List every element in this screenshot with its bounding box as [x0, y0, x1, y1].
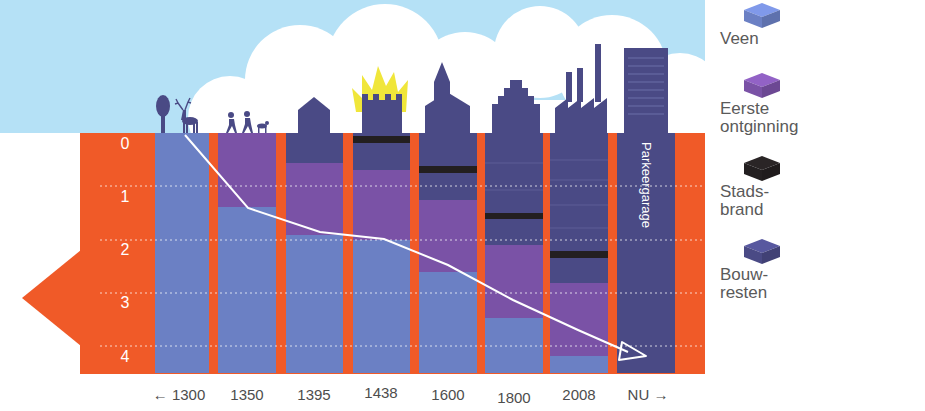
legend-entry: Veen	[720, 2, 870, 72]
depth-number: 0	[121, 136, 130, 152]
depth-pointer	[22, 250, 81, 346]
legend-swatch	[743, 238, 783, 266]
year-label: 1395	[297, 387, 330, 402]
depth-number: 3	[121, 295, 130, 311]
legend-text: Bouw- resten	[720, 266, 788, 302]
legend-text: Veen	[720, 30, 840, 48]
year-label: 2008	[562, 387, 595, 402]
subsidence-arrow	[185, 135, 646, 360]
soil-columns	[155, 133, 675, 373]
clouds	[188, 4, 705, 133]
legend-entry: Eerste ontginning	[720, 72, 870, 142]
year-label: 1350	[230, 387, 263, 402]
depth-number: 4	[121, 349, 130, 365]
depth-gridlines	[100, 186, 705, 346]
year-label: 1600	[431, 387, 464, 402]
legend-entry: Stads- brand	[720, 155, 870, 225]
silhouettes	[156, 44, 668, 133]
parking-garage-column: Parkeergarage	[617, 133, 675, 373]
year-label: 1800	[497, 390, 530, 405]
legend-swatch	[743, 155, 783, 183]
column-label: Parkeergarage	[640, 142, 653, 228]
ground	[80, 133, 705, 374]
legend-swatch	[743, 2, 783, 30]
year-label: 1438	[364, 385, 397, 400]
legend-text: Stads- brand	[720, 183, 788, 219]
legend-text: Eerste ontginning	[720, 100, 815, 136]
legend-entry: Bouw- resten	[720, 238, 870, 308]
year-label: ← 1300	[153, 387, 206, 402]
depth-number: 1	[121, 189, 130, 205]
legend-swatch	[743, 72, 783, 100]
depth-number: 2	[121, 242, 130, 258]
year-label: NU →	[628, 387, 669, 402]
